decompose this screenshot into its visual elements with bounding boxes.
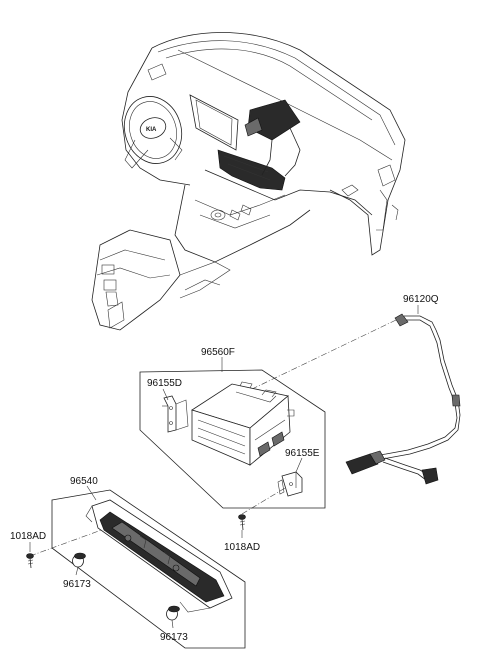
usb-cable	[345, 313, 461, 485]
label-module-assembly: 96560F	[201, 347, 235, 358]
knob-upper	[72, 552, 86, 568]
callout-leaders	[29, 305, 419, 629]
label-cable: 96120Q	[403, 294, 439, 305]
label-screw-right: 1018AD	[224, 542, 260, 553]
knob-lower	[166, 605, 180, 621]
bracket-left	[162, 395, 189, 433]
steering-emblem: KIA	[146, 127, 157, 133]
label-bracket-left: 96155D	[147, 378, 182, 389]
dashboard-illustration: KIA	[91, 32, 406, 331]
panel-group	[51, 489, 246, 649]
screw-left	[26, 553, 34, 569]
label-knob-upper: 96173	[63, 579, 91, 590]
callout-labels: 96120Q 96560F 96155D 96155E 96540 1018AD…	[10, 294, 439, 643]
installed-head-unit	[217, 99, 301, 191]
label-panel: 96540	[70, 476, 98, 487]
steering-wheel: KIA	[123, 96, 183, 169]
bracket-right	[277, 471, 303, 497]
screw-right	[238, 514, 246, 531]
label-bracket-right: 96155E	[285, 448, 320, 459]
module-assembly-group	[139, 369, 326, 509]
label-screw-left: 1018AD	[10, 531, 46, 542]
control-panel	[85, 499, 233, 613]
head-unit-module	[191, 381, 295, 466]
label-knob-lower: 96173	[160, 632, 188, 643]
